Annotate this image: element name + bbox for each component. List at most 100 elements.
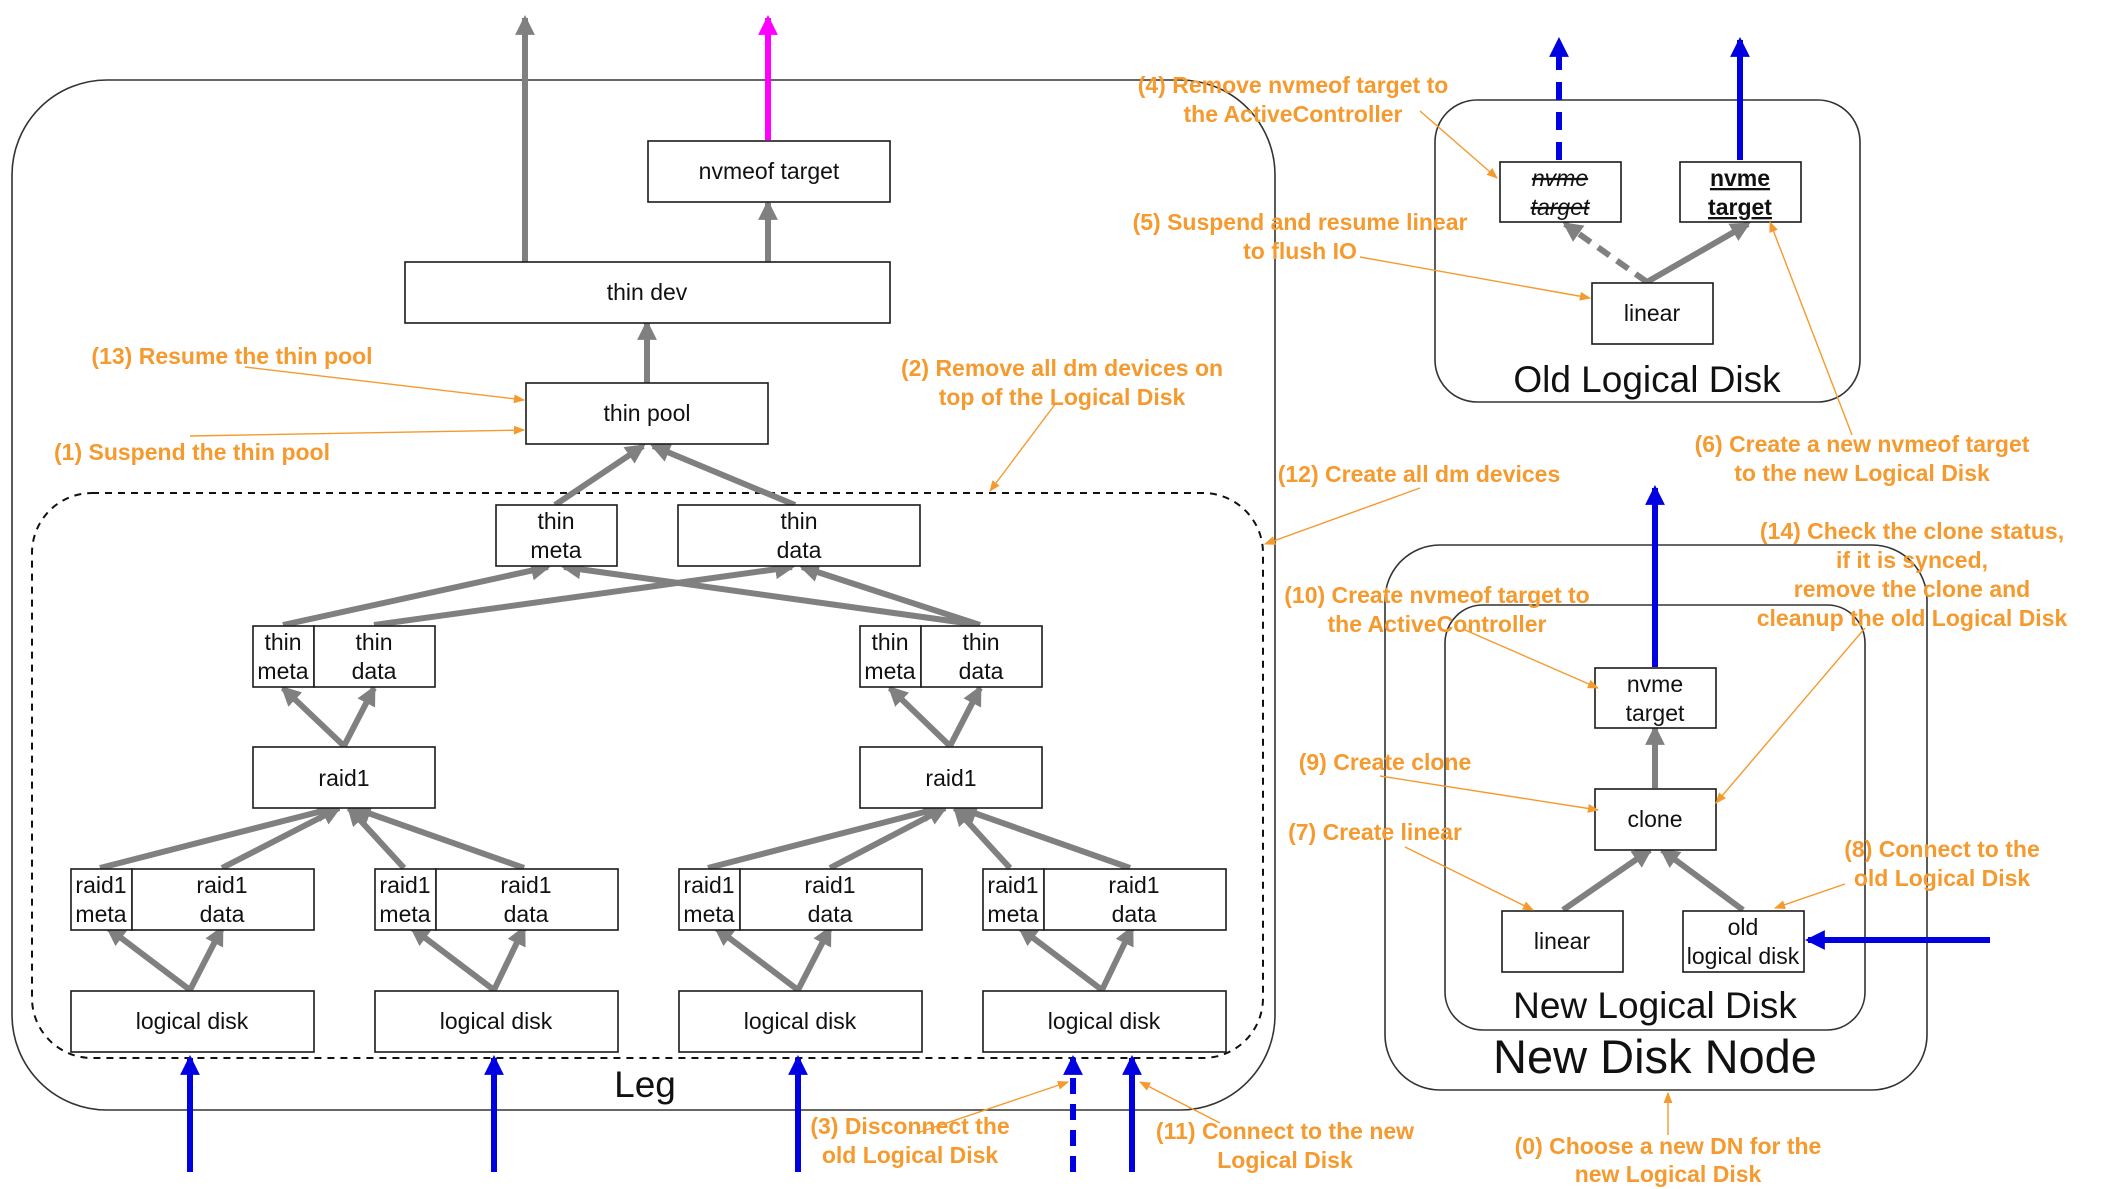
step-8-l2: old Logical Disk [1854,865,2031,891]
step-13-l1: (13) Resume the thin pool [91,343,372,369]
data-to-pool-arrow [650,443,797,508]
old-logical-disk-label: Old Logical Disk [1513,359,1781,400]
linear-to-clone-arrow [1561,847,1653,913]
raid1-right-to-meta-arrow [887,685,953,749]
step-12-l1: (12) Create all dm devices [1278,461,1561,487]
thin-data-right-l1: thin [962,629,999,655]
step-2-l1: (2) Remove all dm devices on [901,355,1223,381]
step-14-l4: cleanup the old Logical Disk [1757,605,2068,631]
ldata-to-data-arrow [373,559,795,628]
old-linear-label: linear [1624,300,1681,326]
old-nvme-target-l2: target [1531,194,1591,220]
nd-old-ld-l1: old [1728,914,1759,940]
old-linear-node: linear [1591,282,1714,345]
logical-disk-1-label: logical disk [136,1008,249,1034]
thin-data-left-l2: data [352,658,397,684]
thin-data-top-l1: thin [780,508,817,534]
linear-to-old-nvme-dashed-arrow [1562,221,1649,285]
step-10-l1: (10) Create nvmeof target to [1284,582,1589,608]
ld4-to-meta-arrow [1017,925,1104,993]
nd-clone-label: clone [1628,806,1683,832]
raid1-pair-3: raid1 meta raid1 data [678,868,923,931]
step-0-l1: (0) Choose a new DN for the [1515,1133,1822,1159]
old-nvme-target-node: nvme target [1499,161,1622,223]
raid1-pair-2: raid1 meta raid1 data [374,868,619,931]
new-nvme-target-l2: target [1708,194,1772,220]
raid1-data-2-l1: raid1 [500,872,551,898]
step-5-l2: to flush IO [1243,238,1357,264]
logical-disk-2: logical disk [374,990,619,1053]
thin-data-top-l2: data [777,537,822,563]
step-2-l2: top of the Logical Disk [939,384,1186,410]
thin-data-top-node: thin data [677,504,921,567]
thin-meta-left-l2: meta [257,658,308,684]
linear-to-new-nvme-arrow [1645,221,1751,285]
r1a-data-arrow [220,805,342,871]
raid1-meta-2-l2: meta [379,901,430,927]
old-logical-disk-container [1434,99,1861,403]
leg-container [11,79,1276,1111]
step-11-l1: (11) Connect to the new [1156,1118,1414,1144]
new-disk-node-label: New Disk Node [1493,1030,1817,1083]
thin-meta-top-node: thin meta [495,504,618,567]
nd-nvme-target-node: nvme target [1594,667,1717,729]
logical-disk-1: logical disk [70,990,315,1053]
raid1-pair-4: raid1 meta raid1 data [982,868,1227,931]
logical-disk-4: logical disk [982,990,1227,1053]
nd-linear-node: linear [1501,910,1624,973]
ld1-to-meta-arrow [105,925,192,993]
r1c-meta-arrow [707,802,943,871]
thin-pool-label: thin pool [604,400,691,426]
raid1-data-1-l2: data [200,901,245,927]
raid1-left-node: raid1 [252,746,436,809]
raid1-left-to-data-arrow [341,685,377,748]
meta-to-pool-arrow [553,443,646,508]
nd-nvme-target-l1: nvme [1627,671,1683,697]
ld4-to-data-arrow [1099,925,1135,992]
raid1-data-1-l1: raid1 [196,872,247,898]
raid1-left-to-meta-arrow [280,685,347,749]
nd-linear-label: linear [1534,928,1591,954]
leg-label: Leg [614,1064,676,1105]
annotation-leaders [189,110,1866,1135]
old-nvme-target-l1: nvme [1532,165,1588,191]
thin-pool-node: thin pool [525,382,769,445]
ld3-to-meta-arrow [713,925,800,993]
thin-dev-node: thin dev [404,261,891,324]
thin-data-left-l1: thin [355,629,392,655]
thin-right-node: thin meta thin data [859,625,1043,688]
logical-disk-3: logical disk [678,990,923,1053]
raid1-data-3-l1: raid1 [804,872,855,898]
new-logical-disk-label: New Logical Disk [1513,985,1797,1026]
thin-dev-label: thin dev [607,279,688,305]
step-3-l1: (3) Disconnect the [810,1113,1009,1139]
step-8-l1: (8) Connect to the [1844,836,2040,862]
r1a-meta-arrow [99,802,337,871]
raid1-meta-2-l1: raid1 [379,872,430,898]
step-0-l2: new Logical Disk [1575,1161,1762,1187]
thin-meta-right-l2: meta [864,658,915,684]
raid1-meta-4-l2: meta [987,901,1038,927]
step-6-l1: (6) Create a new nvmeof target [1695,431,2030,457]
step-9-l1: (9) Create clone [1299,749,1472,775]
raid1-meta-3-l2: meta [683,901,734,927]
step-3-l2: old Logical Disk [822,1142,999,1168]
logical-disk-4-label: logical disk [1048,1008,1161,1034]
step-1-l1: (1) Suspend the thin pool [54,439,330,465]
step-4-l2: the ActiveController [1184,101,1403,127]
thin-meta-right-l1: thin [871,629,908,655]
thin-meta-top-l2: meta [530,537,581,563]
thin-meta-left-l1: thin [264,629,301,655]
ld2-to-data-arrow [491,925,527,992]
raid1-right-label: raid1 [925,765,976,791]
nd-clone-node: clone [1594,788,1717,851]
raid1-data-4-l2: data [1112,901,1157,927]
step-6-l2: to the new Logical Disk [1734,460,1990,486]
nd-old-logical-disk-node: old logical disk [1682,910,1805,973]
nvmeof-target-label: nvmeof target [699,158,840,184]
nd-nvme-target-l2: target [1626,700,1685,726]
new-nvme-target-node: nvme target [1679,161,1802,223]
raid1-meta-4-l1: raid1 [987,872,1038,898]
r1b-data-arrow [351,804,525,871]
